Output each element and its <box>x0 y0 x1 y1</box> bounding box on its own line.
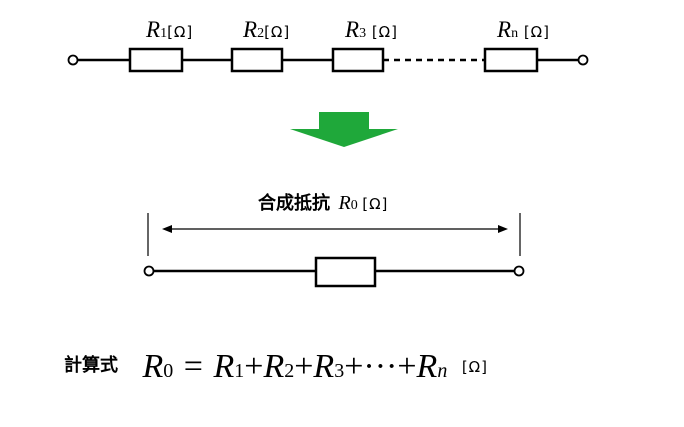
formula: 計算式 R0 = R1+R2+R3+···+Rn [Ω] <box>64 348 488 385</box>
combined-resistance-label: 合成抵抗 R0 [Ω] <box>258 192 389 214</box>
arrowhead-left <box>162 225 172 233</box>
terminal-left <box>67 54 79 66</box>
terminal-right <box>577 54 589 66</box>
label-r3: R3 [Ω] <box>345 17 398 42</box>
terminal-right <box>513 265 525 277</box>
dimension-marker <box>147 213 521 256</box>
label-r2: R2[Ω] <box>243 17 291 42</box>
resistor-rn <box>483 47 539 73</box>
label-rn: Rn [Ω] <box>497 17 550 42</box>
resistor-r0 <box>314 256 377 288</box>
label-r1: R1[Ω] <box>146 17 194 42</box>
resistor-r1 <box>128 47 184 73</box>
series-circuit <box>67 47 589 73</box>
equivalent-circuit <box>143 256 525 288</box>
resistor-r3 <box>331 47 385 73</box>
arrowhead-right <box>498 225 508 233</box>
terminal-left <box>143 265 155 277</box>
formula-label: 計算式 <box>64 355 118 375</box>
down-arrow-icon <box>290 112 398 147</box>
resistor-r2 <box>230 47 284 73</box>
